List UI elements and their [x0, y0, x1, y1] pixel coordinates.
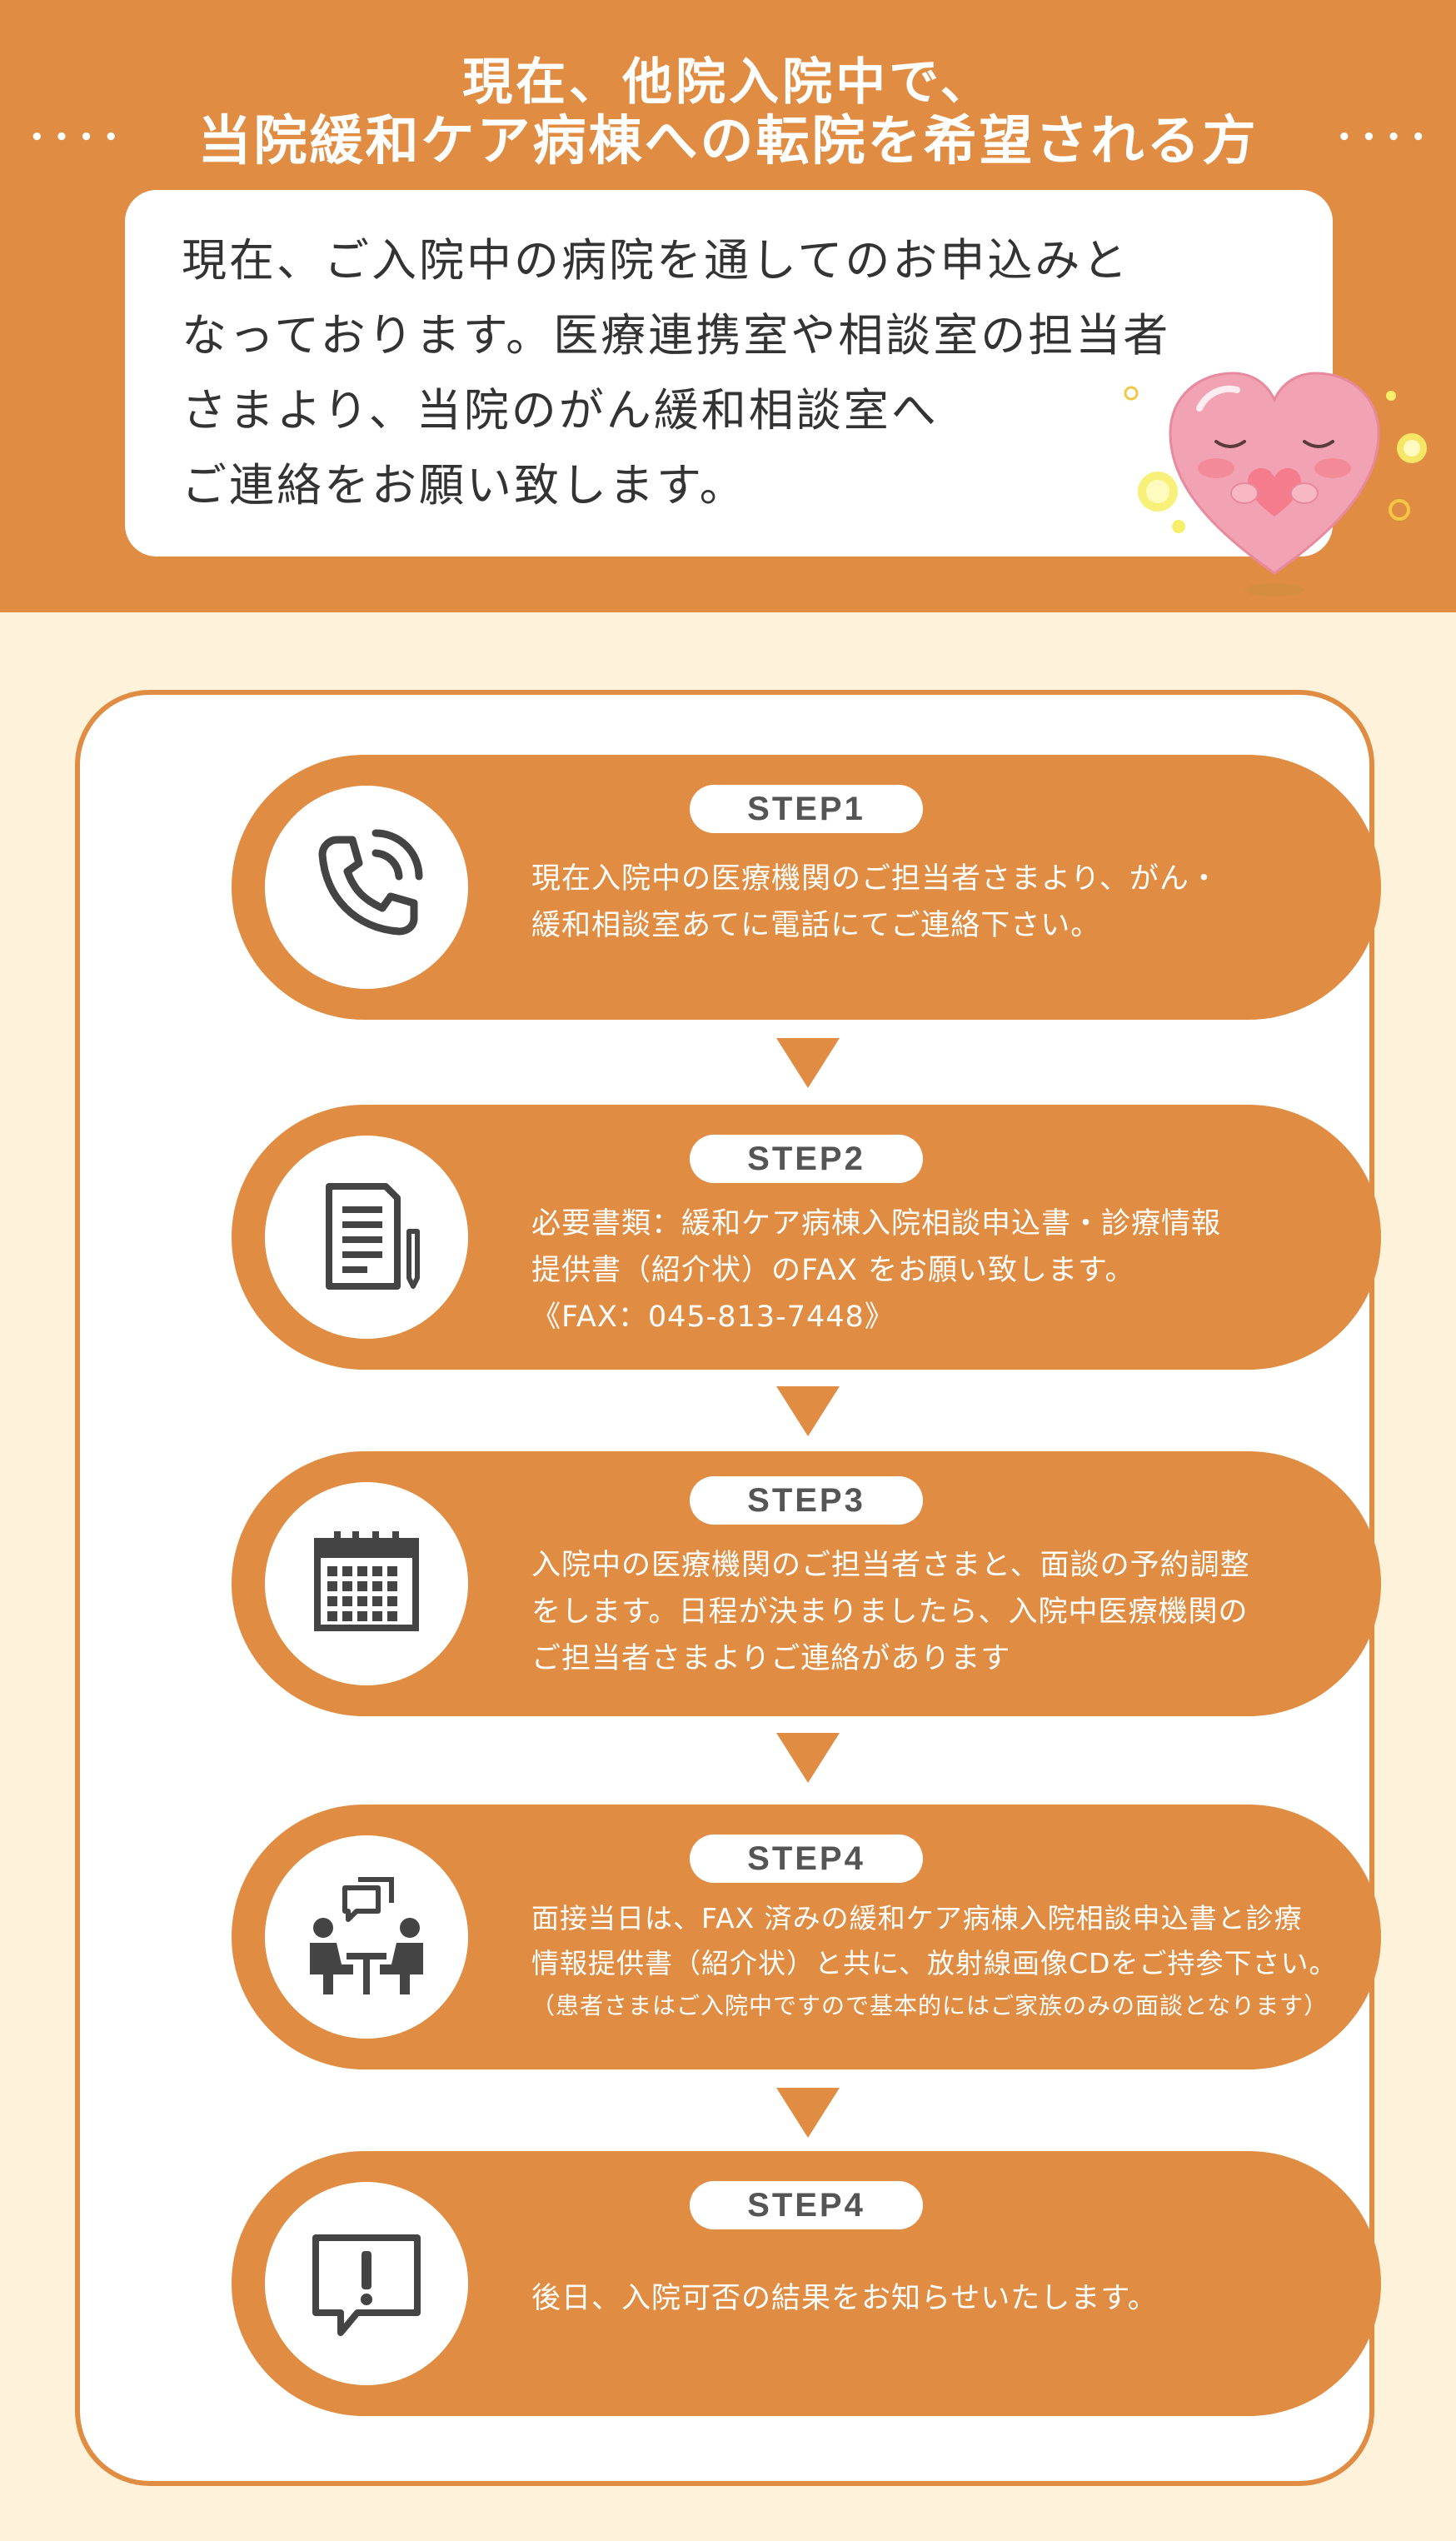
step-text-line: 面接当日は、FAX 済みの緩和ケア病棟入院相談申込書と診療 [531, 1902, 1303, 1934]
header-banner: •••• •••• 現在、他院入院中で、 当院緩和ケア病棟への転院を希望される方… [0, 0, 1456, 612]
heart-mascot-icon [1091, 350, 1441, 617]
steps-card: STEP1 現在入院中の医療機関のご担当者さまより、がん・ 緩和相談室あてに電話… [75, 690, 1381, 2486]
step-note: （患者さまはご入院中ですので基本的にはご家族のみの面談となります） [531, 1992, 1329, 2019]
intro-line: ご連絡をお願い致します。 [182, 459, 747, 512]
step-3-panel: STEP3 入院中の医療機関のご担当者さまと、面談の予約調整 をします。日程が決… [232, 1451, 1381, 1716]
alert-icon [304, 2219, 429, 2348]
phone-icon [304, 823, 429, 951]
step-text-line: 提供書（紹介状）のFAX をお願い致します。 [531, 1254, 1135, 1287]
step-text-line: ご担当者さまよりご連絡があります [531, 1642, 1011, 1675]
meeting-icon [300, 1873, 433, 2001]
step-label: STEP3 [690, 1476, 923, 1525]
step-label: STEP4 [690, 1835, 923, 1883]
step-text-line: 入院中の医療機関のご担当者さまと、面談の予約調整 [531, 1549, 1250, 1582]
step-icon-circle [265, 2182, 468, 2385]
step-text-line: をします。日程が決まりましたら、入院中医療機関の [531, 1595, 1249, 1629]
decorative-dots-right: •••• [1337, 125, 1436, 150]
decorative-dots-left: •••• [30, 125, 129, 150]
step-icon-circle [265, 1482, 468, 1685]
step-text-line: 《FAX：045-813-7448》 [531, 1300, 895, 1334]
step-4-panel: STEP4 面接当日は、FAX 済みの緩和ケア病棟入院相談申込書と診療 情報提供… [232, 1805, 1381, 2069]
intro-line: なっております。医療連携室や相談室の担当者 [182, 309, 1171, 362]
down-arrow-icon [776, 1038, 840, 1088]
intro-line: さまより、当院のがん緩和相談室へ [182, 384, 939, 437]
step-1-panel: STEP1 現在入院中の医療機関のご担当者さまより、がん・ 緩和相談室あてに電話… [232, 755, 1381, 1020]
step-icon-circle [265, 1835, 468, 2039]
step-text-line: 後日、入院可否の結果をお知らせいたします。 [531, 2282, 1158, 2315]
step-label: STEP4 [690, 2181, 923, 2229]
down-arrow-icon [776, 1386, 840, 1436]
step-icon-circle [265, 1136, 468, 1339]
step-text-line: 緩和相談室あてに電話にてご連絡下さい。 [531, 909, 1101, 942]
page-title-line2: 当院緩和ケア病棟への転院を希望される方 [197, 111, 1259, 172]
step-icon-circle [265, 786, 468, 989]
intro-line: 現在、ご入院中の病院を通してのお申込みと [182, 234, 1130, 287]
calendar-icon [304, 1520, 429, 1648]
step-text-line: 情報提供書（紹介状）と共に、放射線画像CDをご持参下さい。 [531, 1947, 1338, 1979]
intro-box: 現在、ご入院中の病院を通してのお申込みと なっております。医療連携室や相談室の担… [125, 190, 1333, 557]
down-arrow-icon [776, 1733, 840, 1783]
step-label: STEP1 [690, 785, 923, 833]
step-2-panel: STEP2 必要書類：緩和ケア病棟入院相談申込書・診療情報 提供書（紹介状）のF… [232, 1105, 1381, 1370]
document-icon [304, 1173, 429, 1301]
down-arrow-icon [776, 2088, 840, 2138]
step-5-panel: STEP4 後日、入院可否の結果をお知らせいたします。 [232, 2151, 1381, 2416]
page-title-line1: 現在、他院入院中で、 [462, 53, 994, 112]
step-label: STEP2 [690, 1135, 923, 1183]
step-text-line: 必要書類：緩和ケア病棟入院相談申込書・診療情報 [531, 1207, 1222, 1241]
step-text-line: 現在入院中の医療機関のご担当者さまより、がん・ [531, 862, 1219, 896]
